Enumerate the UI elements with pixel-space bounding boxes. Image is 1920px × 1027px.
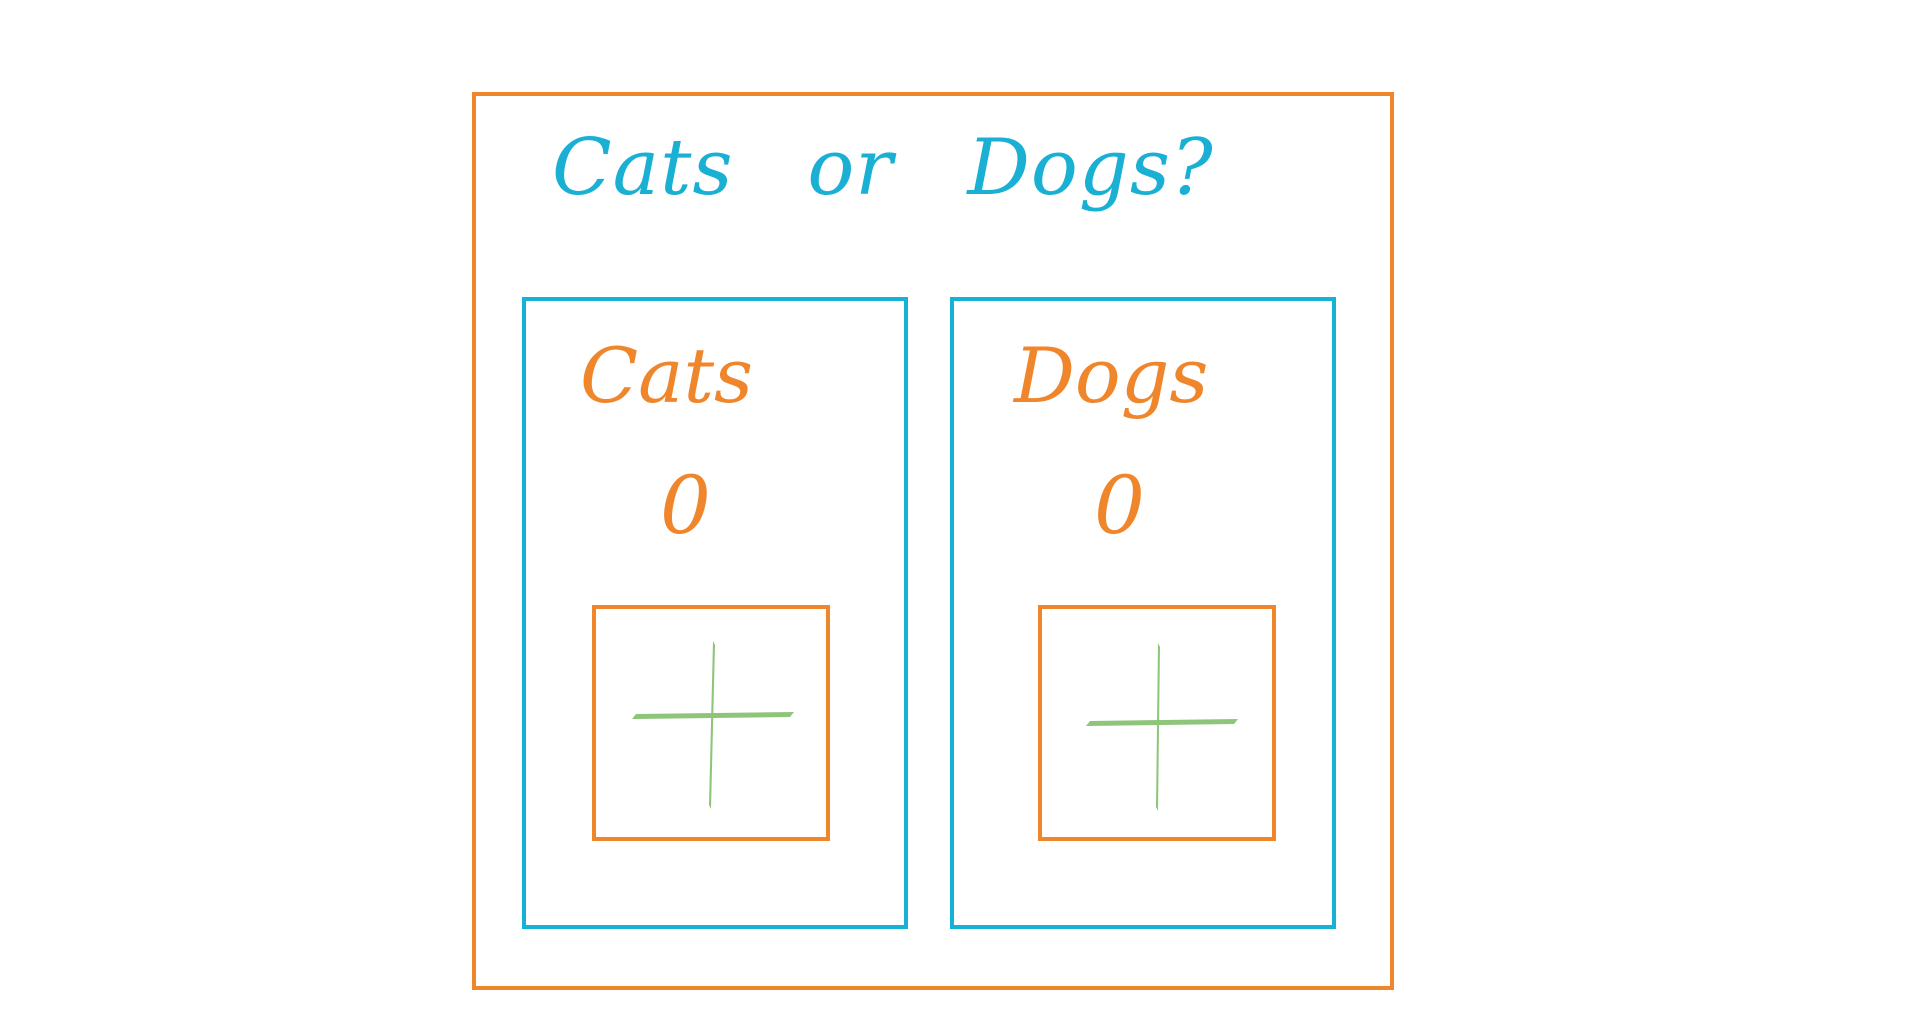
page-title: Cats or Dogs? (552, 123, 1214, 213)
dogs-count: 0 (1094, 459, 1145, 552)
plus-icon (632, 641, 794, 809)
dogs-panel: Dogs 0 (950, 297, 1336, 929)
plus-icon (1086, 643, 1238, 811)
cats-label: Cats (580, 331, 754, 420)
add-dog-button[interactable] (1038, 605, 1276, 841)
add-cat-button[interactable] (592, 605, 830, 841)
cats-count: 0 (660, 459, 711, 552)
app-frame (472, 92, 1394, 990)
dogs-label: Dogs (1014, 331, 1209, 420)
cats-panel: Cats 0 (522, 297, 908, 929)
